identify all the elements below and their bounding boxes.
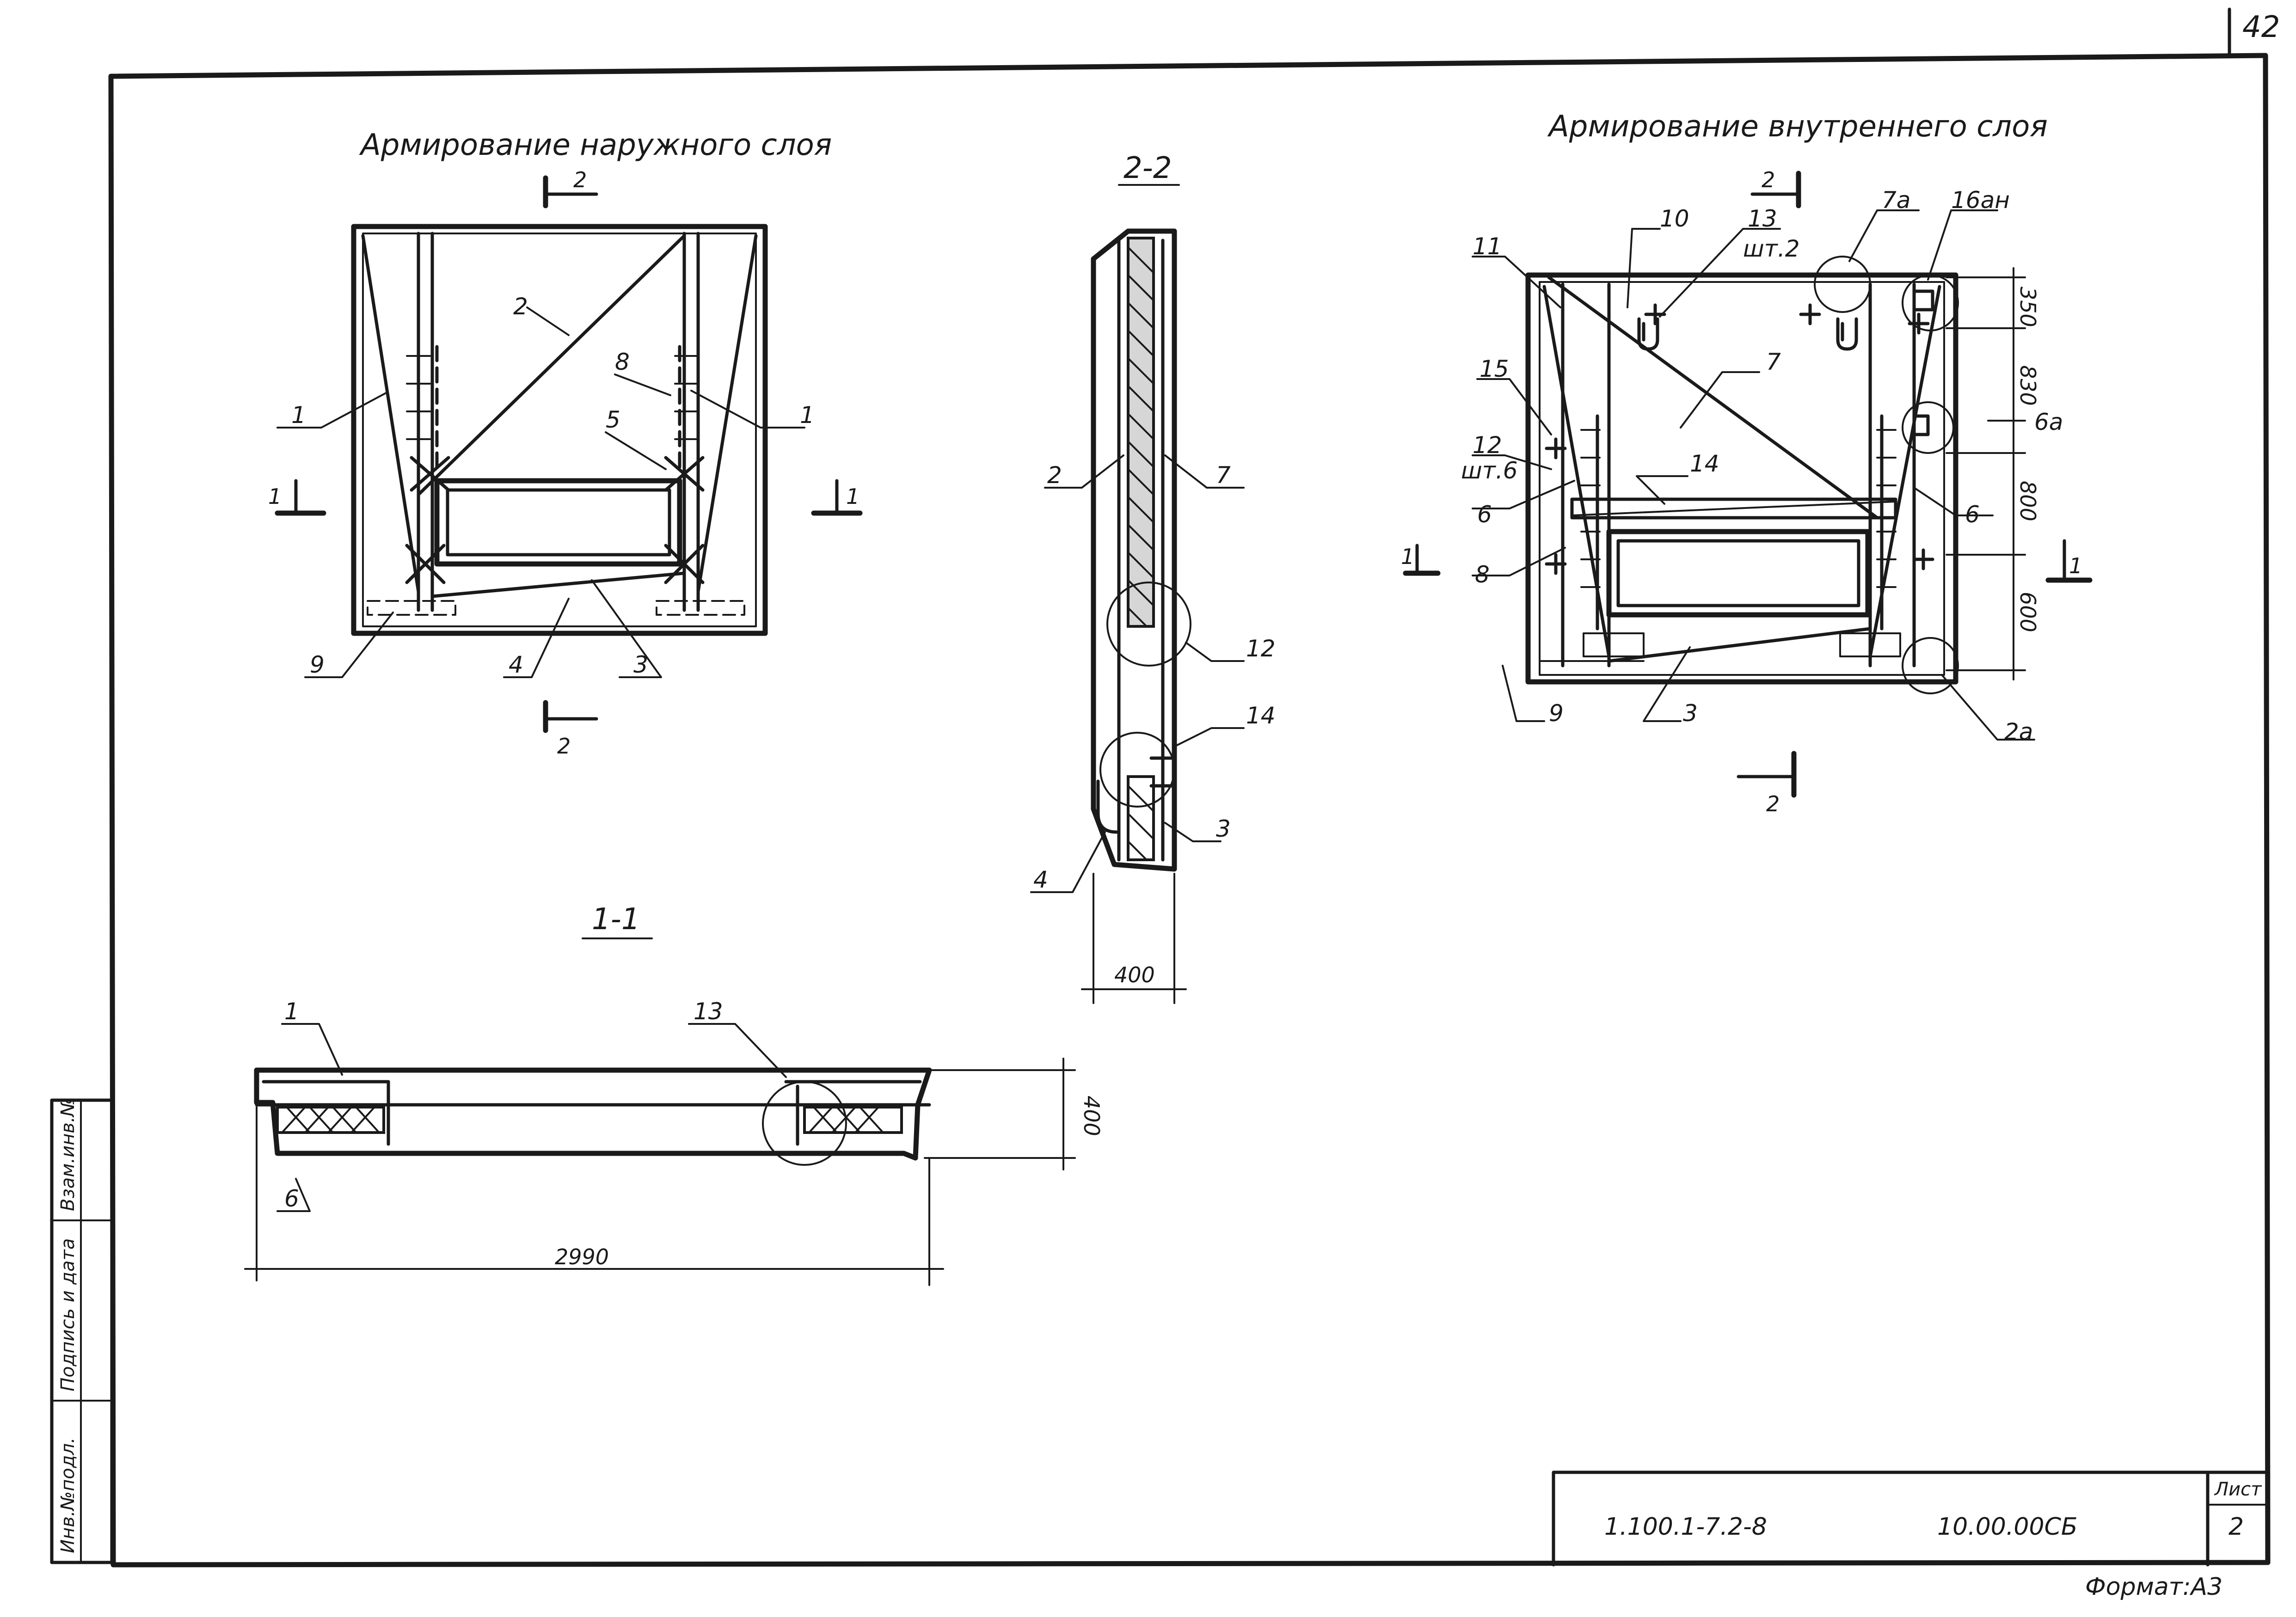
inner-callout-12-qty: шт.6	[1461, 457, 1518, 484]
inner-dim-830: 830	[2015, 365, 2040, 406]
outer-callout-1-left: 1	[291, 402, 306, 429]
document-code: 10.00.00СБ	[1937, 1513, 2078, 1541]
inner-cut-right: 1	[2069, 553, 2082, 578]
section-11-callout-6: 6	[284, 1185, 299, 1212]
section-22-title: 2-2	[1123, 151, 1172, 185]
inner-callout-2a: 2а	[2004, 718, 2033, 745]
section-2-2: 2-2 400 2 7 12 14 4 3	[1030, 151, 1276, 1004]
outer-callout-4: 4	[509, 651, 523, 678]
section-11-callout-1: 1	[284, 998, 299, 1025]
section-22-callout-14: 14	[1246, 702, 1276, 729]
inner-callout-7: 7	[1766, 349, 1781, 375]
sheet-frame: 42	[108, 7, 2280, 1568]
inner-callout-13: 13	[1748, 205, 1777, 232]
section-11-dim-length: 2990	[555, 1244, 609, 1269]
title-block: 1.100.1-7.2-8 10.00.00СБ Лист 2 Формат:А…	[1552, 1470, 2270, 1601]
drawing-code: 1.100.1-7.2-8	[1604, 1513, 1767, 1541]
outer-layer-view: Армирование наружного слоя 2 2	[268, 128, 863, 759]
inner-callout-11: 11	[1473, 233, 1502, 260]
section-22-callout-3: 3	[1216, 815, 1231, 842]
inner-callout-6-left: 6	[1477, 501, 1492, 528]
inner-callout-15: 15	[1480, 355, 1509, 382]
inner-callout-9: 9	[1549, 700, 1564, 727]
section-11-dim-height: 400	[1079, 1096, 1104, 1136]
stamp-replaced-inv: Взам.инв.№	[57, 1097, 79, 1211]
side-stamp: Инв.№подл. Подпись и дата Взам.инв.№	[50, 1097, 114, 1564]
format-label: Формат:А3	[2085, 1573, 2222, 1601]
stamp-signature-date: Подпись и дата	[57, 1238, 79, 1391]
inner-callout-16an: 16ан	[1951, 187, 2010, 214]
inner-view-title: Армирование внутреннего слоя	[1547, 110, 2048, 144]
section-11-title: 1-1	[592, 902, 640, 937]
outer-callout-5: 5	[606, 406, 620, 433]
section-22-callout-7: 7	[1216, 462, 1231, 489]
inner-callout-12: 12	[1473, 432, 1502, 459]
section-1-1: 1-1 400 2990 1 13 6	[244, 902, 1104, 1286]
outer-callout-8: 8	[615, 349, 630, 375]
outer-callout-2: 2	[513, 293, 528, 320]
section-22-callout-4: 4	[1033, 866, 1048, 893]
outer-cut-left: 1	[268, 484, 282, 509]
outer-cut-right: 1	[846, 484, 859, 509]
outer-view-title: Армирование наружного слоя	[359, 128, 832, 162]
inner-dim-800: 800	[2015, 481, 2040, 521]
inner-dim-600: 600	[2015, 592, 2040, 632]
inner-callout-7a: 7а	[1882, 187, 1910, 214]
sheet-number: 42	[2242, 10, 2280, 44]
inner-cut-left: 1	[1401, 544, 1414, 569]
outer-callout-1-right: 1	[800, 402, 815, 429]
section-22-callout-12: 12	[1246, 635, 1276, 662]
section-11-callout-13: 13	[694, 998, 723, 1025]
inner-callout-3: 3	[1683, 700, 1698, 727]
inner-callout-14: 14	[1690, 450, 1719, 477]
inner-cut-bottom: 2	[1766, 791, 1780, 816]
sheet-value: 2	[2228, 1513, 2244, 1541]
inner-callout-13-qty: шт.2	[1743, 235, 1800, 262]
inner-layer-view: Армирование внутреннего слоя	[1401, 110, 2093, 816]
outer-cut-top: 2	[573, 167, 587, 192]
inner-callout-6-right: 6	[1965, 501, 1980, 528]
inner-callout-6a: 6а	[2034, 409, 2063, 435]
sheet-label: Лист	[2214, 1479, 2262, 1500]
section-22-dim-width: 400	[1114, 962, 1155, 987]
inner-callout-10: 10	[1660, 205, 1689, 232]
inner-cut-top: 2	[1762, 167, 1775, 192]
outer-callout-9: 9	[310, 651, 325, 678]
inner-dim-350: 350	[2015, 287, 2040, 327]
inner-callout-8: 8	[1475, 561, 1490, 588]
outer-callout-3: 3	[633, 651, 648, 678]
outer-cut-bottom: 2	[557, 734, 571, 759]
section-22-callout-2: 2	[1047, 462, 1062, 489]
stamp-inv-original: Инв.№подл.	[57, 1437, 79, 1553]
